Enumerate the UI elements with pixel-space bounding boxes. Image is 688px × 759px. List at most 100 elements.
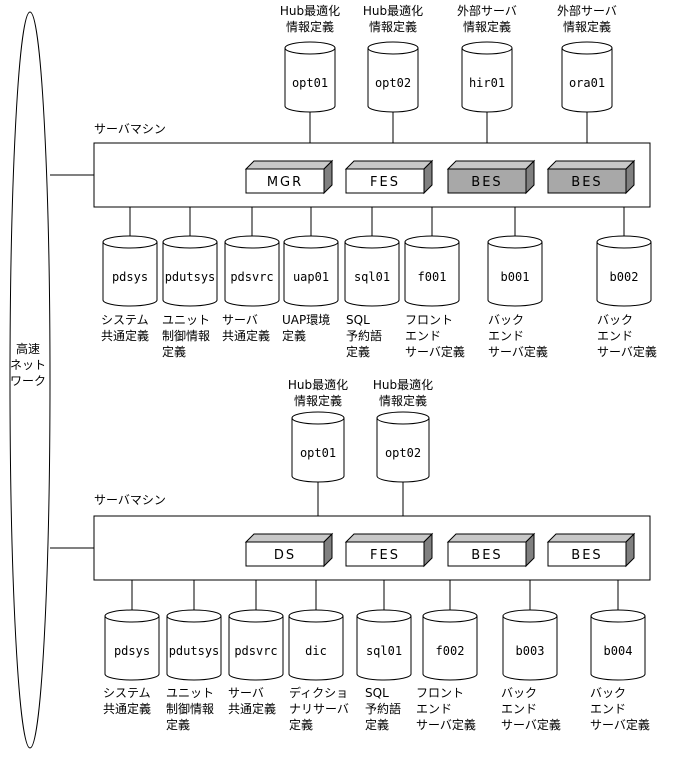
caption-line: 定義 [365, 717, 389, 732]
cylinder-body [404, 242, 460, 307]
caption-line: 共通定義 [228, 701, 276, 716]
process-box-top [446, 533, 536, 543]
top-database: opt01 [291, 411, 345, 483]
caption-line: 情報定義 [563, 19, 611, 34]
process-box-face [245, 168, 325, 194]
database-label: ora01 [569, 76, 605, 90]
cylinder-body [376, 418, 430, 483]
bottom-database: pdsvrc [228, 609, 284, 681]
cylinder-top [461, 41, 513, 55]
cylinder-top [283, 235, 339, 249]
top-database: opt02 [367, 41, 419, 113]
cylinder-top [422, 609, 478, 623]
database-label: pdutsys [165, 270, 216, 284]
bottom-database: sql01 [356, 609, 412, 681]
bottom-database: f001 [404, 235, 460, 307]
top-database: hir01 [461, 41, 513, 113]
cylinder-body [461, 48, 513, 113]
caption-line: フロント [416, 686, 464, 700]
cylinder-top [344, 235, 400, 249]
bottom-database: pdsys [104, 609, 160, 681]
database-label: opt01 [300, 446, 336, 460]
cylinder-body [224, 242, 280, 307]
cylinder-body [487, 242, 543, 307]
process-label: BES [571, 175, 602, 190]
cylinder-top [166, 609, 222, 623]
cylinder-body [356, 616, 412, 681]
database-label: opt02 [385, 446, 421, 460]
cylinder-body [104, 616, 160, 681]
process-box: MGR [244, 159, 334, 195]
bottom-database: sql01 [344, 235, 400, 307]
database-label: b004 [604, 644, 633, 658]
cylinder-body [422, 616, 478, 681]
caption-line: 情報定義 [286, 19, 334, 34]
cylinder-body [288, 616, 344, 681]
caption-line: システム [103, 686, 151, 700]
process-box-face [547, 168, 627, 194]
process-box-face [245, 541, 325, 567]
cylinder-body [283, 242, 339, 307]
network-ellipse [9, 11, 51, 749]
caption-line: 外部サーバ [457, 3, 517, 18]
process-box-top [446, 160, 536, 170]
process-label: BES [471, 175, 502, 190]
caption-line: サーバ [222, 313, 258, 327]
database-label: pdsvrc [230, 270, 273, 284]
cylinder-top [104, 609, 160, 623]
network-label: ワーク [10, 374, 46, 388]
database-label: f002 [436, 644, 465, 658]
cylinder-body [291, 418, 345, 483]
caption-line: 共通定義 [103, 701, 151, 716]
caption-line: ユニット [166, 686, 214, 700]
process-box: BES [546, 532, 636, 568]
process-label: FES [370, 548, 400, 563]
cylinder-top [367, 41, 419, 55]
bottom-database: pdsvrc [224, 235, 280, 307]
process-box-face [447, 168, 527, 194]
caption-line: エンド [416, 702, 452, 716]
database-label: b002 [610, 270, 639, 284]
cylinder-body [561, 48, 613, 113]
caption-line: エンド [488, 329, 524, 343]
caption-line: 共通定義 [222, 328, 270, 343]
bottom-database: f002 [422, 609, 478, 681]
cylinder-body [590, 616, 646, 681]
caption-line: サーバ定義 [488, 344, 548, 359]
caption-line: 情報定義 [379, 393, 427, 408]
caption-line: 定義 [166, 717, 190, 732]
caption-line: SQL [346, 313, 370, 327]
process-label: BES [471, 548, 502, 563]
caption-line: UAP環境 [282, 312, 330, 327]
cylinder-top [288, 609, 344, 623]
caption-line: バック [590, 686, 626, 700]
caption-line: Hub最適化 [288, 377, 348, 392]
cylinder-top [590, 609, 646, 623]
process-box-face [547, 541, 627, 567]
cylinder-top [228, 609, 284, 623]
database-label: sql01 [354, 270, 390, 284]
network-label: ネット [10, 358, 46, 372]
caption-line: エンド [405, 329, 441, 343]
caption-line: バック [501, 686, 537, 700]
database-label: pdsys [114, 644, 150, 658]
network-label: 高速 [16, 341, 40, 356]
database-label: f001 [418, 270, 447, 284]
caption-line: ディクショ [289, 685, 348, 700]
